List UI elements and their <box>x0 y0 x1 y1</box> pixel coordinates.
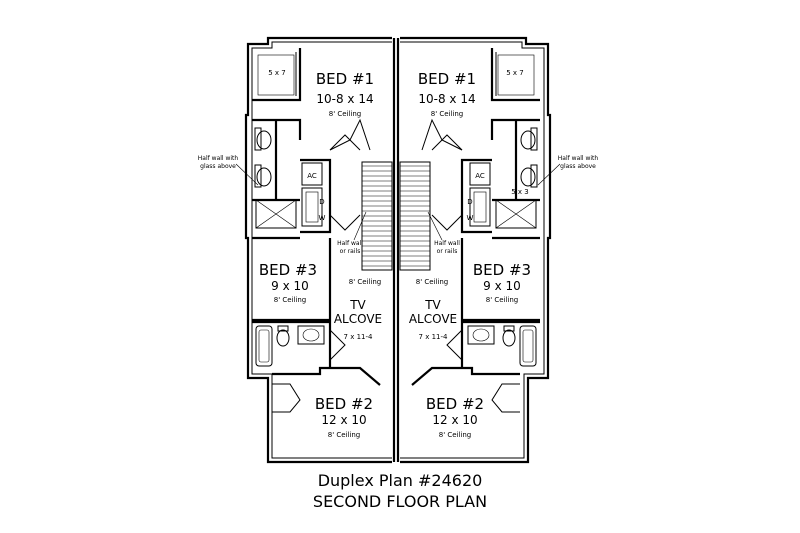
right-bed3-ceiling: 8' Ceiling <box>486 296 519 304</box>
right-half-wall-glass-2: glass above <box>560 163 596 170</box>
right-bed1-ceiling: 8' Ceiling <box>431 110 464 118</box>
right-closet-size: 5 x 7 <box>506 69 524 77</box>
right-bed2-name: BED #2 <box>426 395 484 413</box>
left-half-wall-glass-2: glass above <box>200 163 236 170</box>
left-tv-line2: ALCOVE <box>334 312 382 326</box>
left-bed2-name: BED #2 <box>315 395 373 413</box>
plan-subtitle: SECOND FLOOR PLAN <box>313 492 487 511</box>
left-bed3-name: BED #3 <box>259 261 317 279</box>
left-washer-label: W <box>319 214 326 222</box>
right-half-wall-glass-1: Half wall with <box>558 155 599 162</box>
right-tv-line2: ALCOVE <box>409 312 457 326</box>
left-half-wall-rails-2: or rails <box>340 248 361 255</box>
right-bed1-name: BED #1 <box>418 70 476 88</box>
right-half-wall-rails-2: or rails <box>437 248 458 255</box>
right-tv-line1: TV <box>424 298 441 312</box>
right-ac-label: AC <box>475 172 485 180</box>
right-washer-label: W <box>467 214 474 222</box>
outer-walls <box>244 36 552 464</box>
right-unit-labels: BED #1 10-8 x 14 8' Ceiling 5 x 7 5 x 3 … <box>409 69 599 439</box>
right-unit-walls <box>399 48 540 413</box>
left-dryer-label: D <box>319 198 324 206</box>
left-bed1-size: 10-8 x 14 <box>316 92 373 106</box>
plan-title: Duplex Plan #24620 <box>318 471 483 490</box>
left-half-wall-glass-1: Half wall with <box>198 155 239 162</box>
right-tv-size: 7 x 11-4 <box>419 333 448 341</box>
left-bed3-size: 9 x 10 <box>271 279 309 293</box>
right-hall-ceiling: 8' Ceiling <box>416 278 449 286</box>
left-tv-size: 7 x 11-4 <box>344 333 373 341</box>
right-bed1-size: 10-8 x 14 <box>418 92 475 106</box>
right-bed3-name: BED #3 <box>473 261 531 279</box>
left-bed1-name: BED #1 <box>316 70 374 88</box>
left-stair-treads <box>362 165 392 267</box>
right-closet-size-2: 5 x 3 <box>511 188 529 196</box>
left-unit-walls <box>252 48 393 413</box>
left-unit-labels: BED #1 10-8 x 14 8' Ceiling 5 x 7 AC D W… <box>198 69 382 439</box>
right-bed3-size: 9 x 10 <box>483 279 521 293</box>
left-bed2-size: 12 x 10 <box>321 413 366 427</box>
left-closet-size: 5 x 7 <box>268 69 286 77</box>
left-ac-label: AC <box>307 172 317 180</box>
left-bed1-ceiling: 8' Ceiling <box>329 110 362 118</box>
left-hall-ceiling: 8' Ceiling <box>349 278 382 286</box>
right-bed2-size: 12 x 10 <box>432 413 477 427</box>
left-bed2-ceiling: 8' Ceiling <box>328 431 361 439</box>
left-tv-line1: TV <box>349 298 366 312</box>
right-bed2-ceiling: 8' Ceiling <box>439 431 472 439</box>
right-dryer-label: D <box>467 198 472 206</box>
right-half-wall-rails-1: Half wall <box>434 240 460 247</box>
left-bed3-ceiling: 8' Ceiling <box>274 296 307 304</box>
left-half-wall-rails-1: Half wall <box>337 240 363 247</box>
